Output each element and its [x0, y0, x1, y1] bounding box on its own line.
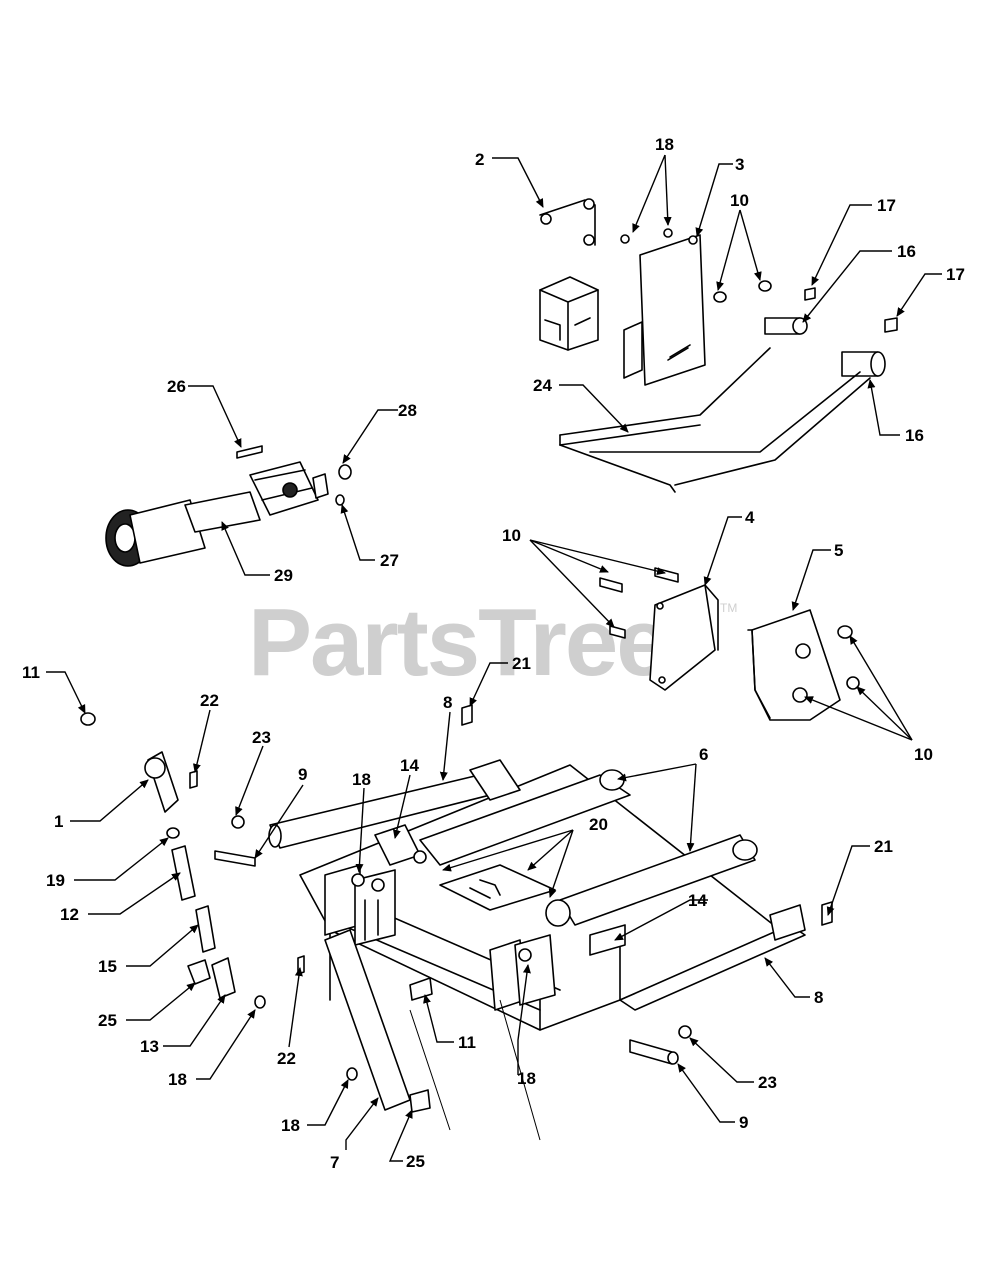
- callout-11: 11: [458, 1033, 476, 1052]
- watermark-trademark: TM: [720, 601, 737, 615]
- upper-bracket-assembly: [539, 198, 898, 493]
- watermark-logo: PartsTree: [248, 589, 668, 696]
- callout-10: 10: [502, 526, 521, 545]
- callout-28: 28: [398, 401, 417, 420]
- callout-9: 9: [739, 1113, 748, 1132]
- drive-shaft-assembly: [105, 445, 352, 567]
- callout-25: 25: [406, 1152, 425, 1171]
- callout-20: 20: [589, 815, 608, 834]
- callout-29: 29: [274, 566, 293, 585]
- callout-14: 14: [688, 891, 707, 910]
- callout-14: 14: [400, 756, 419, 775]
- callout-22: 22: [200, 691, 219, 710]
- callout-leaders: [46, 154, 942, 1162]
- callout-4: 4: [745, 508, 755, 527]
- callout-8: 8: [443, 693, 452, 712]
- left-linkage: [80, 712, 541, 1141]
- callout-24: 24: [533, 376, 552, 395]
- callout-21: 21: [512, 654, 531, 673]
- callout-8: 8: [814, 988, 823, 1007]
- callout-27: 27: [380, 551, 399, 570]
- callout-22: 22: [277, 1049, 296, 1068]
- callout-3: 3: [735, 155, 744, 174]
- callout-10: 10: [730, 191, 749, 210]
- callout-17: 17: [946, 265, 965, 284]
- callout-10: 10: [914, 745, 933, 764]
- callout-16: 16: [905, 426, 924, 445]
- callout-7: 7: [330, 1153, 339, 1172]
- callout-17: 17: [877, 196, 896, 215]
- callout-25: 25: [98, 1011, 117, 1030]
- callout-18: 18: [517, 1069, 536, 1088]
- callout-21: 21: [874, 837, 893, 856]
- callout-labels: 2 18 3 10 17 16 17 24 16 26 28 29 27 10 …: [22, 135, 965, 1172]
- callout-18: 18: [168, 1070, 187, 1089]
- callout-23: 23: [252, 728, 271, 747]
- callout-1: 1: [54, 812, 63, 831]
- callout-2: 2: [475, 150, 484, 169]
- callout-26: 26: [167, 377, 186, 396]
- main-frame-assembly: [268, 704, 833, 1065]
- side-plates: [599, 567, 860, 721]
- callout-13: 13: [140, 1037, 159, 1056]
- callout-16: 16: [897, 242, 916, 261]
- callout-18: 18: [281, 1116, 300, 1135]
- callout-18: 18: [655, 135, 674, 154]
- callout-19: 19: [46, 871, 65, 890]
- callout-5: 5: [834, 541, 843, 560]
- callout-11: 11: [22, 663, 40, 682]
- callout-9: 9: [298, 765, 307, 784]
- callout-18: 18: [352, 770, 371, 789]
- callout-6: 6: [699, 745, 708, 764]
- callout-23: 23: [758, 1073, 777, 1092]
- callout-15: 15: [98, 957, 117, 976]
- callout-12: 12: [60, 905, 79, 924]
